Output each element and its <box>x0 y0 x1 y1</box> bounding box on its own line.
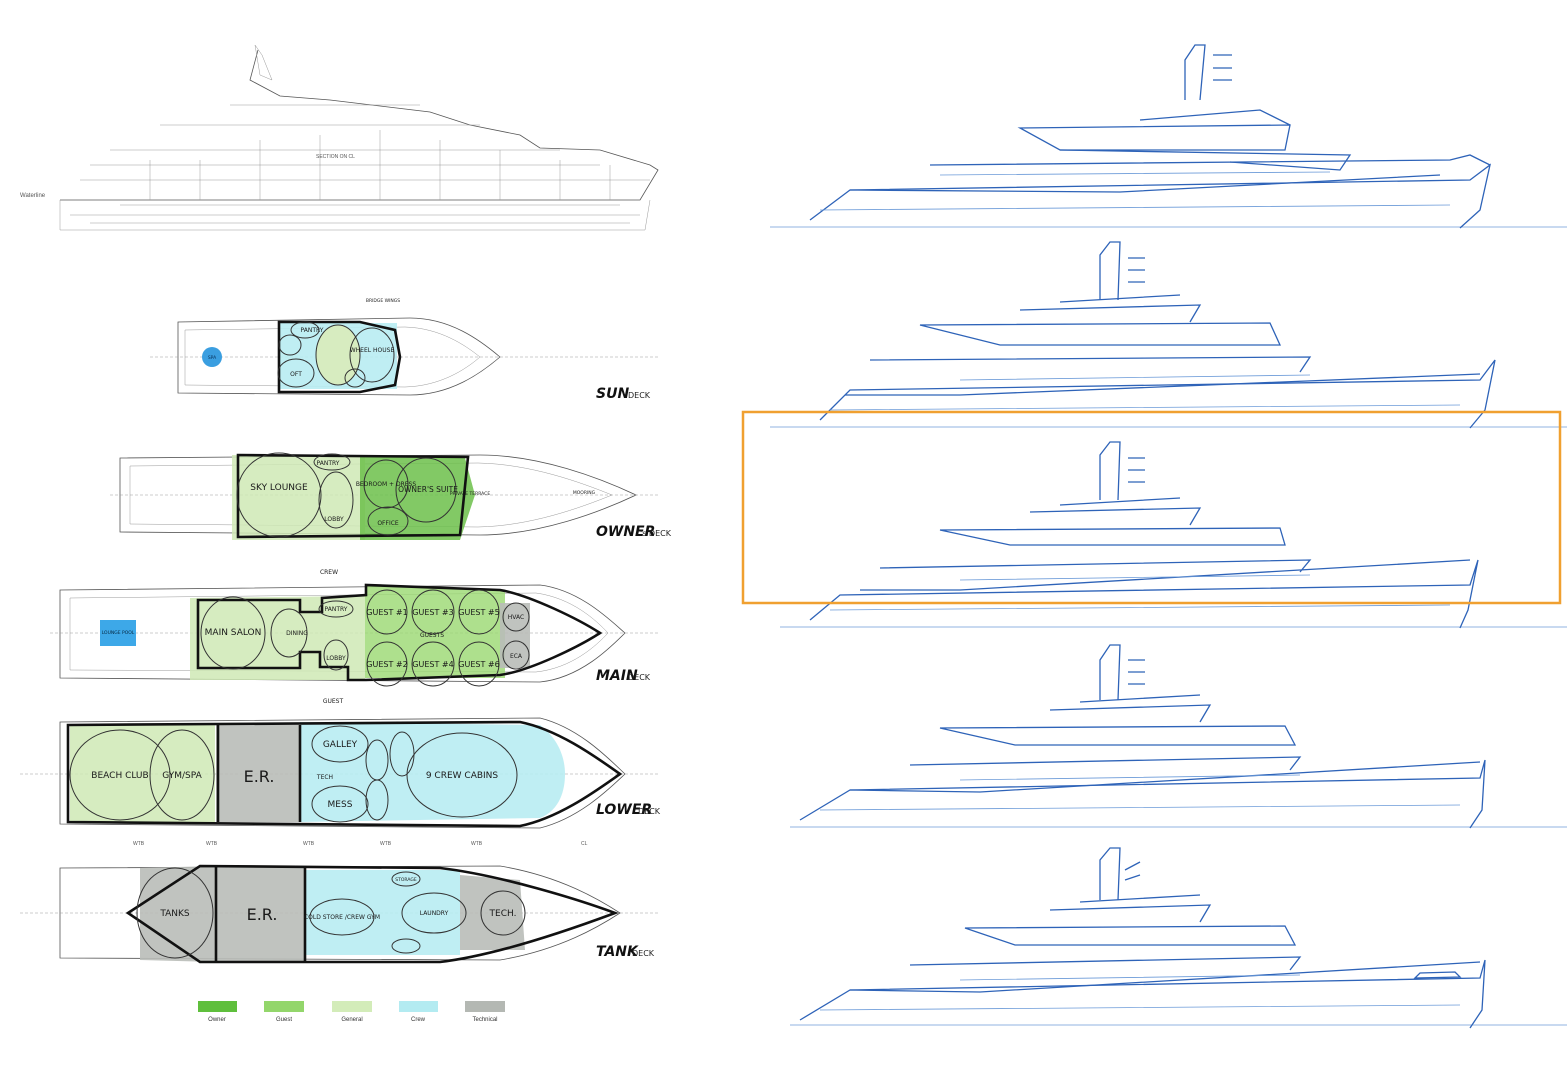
legend-swatch-general <box>332 1001 372 1012</box>
main-guest3-label: GUEST #3 <box>412 608 453 617</box>
legend-guest-label: Guest <box>276 1017 292 1023</box>
sun-wheelhouse-label: WHEEL HOUSE <box>350 347 395 354</box>
owner-private-terrace-label: PRIVATE TERRACE <box>450 491 491 497</box>
legend-swatch-technical <box>465 1001 505 1012</box>
main-salon-label: MAIN SALON <box>205 628 262 638</box>
sun-spa-label: SPA <box>208 355 217 361</box>
lower-tech-label: TECH <box>316 774 333 781</box>
main-deck-suffix: DECK <box>628 673 651 682</box>
main-lounge-pool-label: LOUNGE POOL <box>102 630 135 636</box>
sun-deck-title: SUN <box>596 386 629 402</box>
owner-pantry-label: PANTRY <box>317 460 340 467</box>
main-guest2-label: GUEST #2 <box>366 660 407 669</box>
frame-wtb-2: WTB <box>206 841 218 847</box>
tank-laundry-label: LAUNDRY <box>420 910 449 917</box>
legend-general-label: General <box>341 1017 362 1023</box>
section-label: SECTION ON CL <box>316 154 355 160</box>
sun-deck-suffix: DECK <box>628 391 651 400</box>
main-deck-plan: LOUNGE POOL MAIN SALON DINING PANTRY LOB… <box>50 569 660 705</box>
lower-galley-label: GALLEY <box>323 740 358 750</box>
lower-beach-club-label: BEACH CLUB <box>91 771 148 781</box>
lower-deck-suffix: DECK <box>638 807 661 816</box>
frame-wtb-5: WTB <box>471 841 483 847</box>
main-crew-access-label: CREW <box>320 569 338 576</box>
profile-sketch-2 <box>770 241 1567 429</box>
waterline-label: Waterline <box>20 193 46 199</box>
owner-suite-label: OWNER'S SUITE <box>398 485 458 494</box>
tank-deck-plan: TANKS E.R. COLD STORE /CREW GYM LAUNDRY … <box>20 864 660 964</box>
main-guest-access-label: GUEST <box>323 698 344 705</box>
main-pantry-label: PANTRY <box>325 606 348 613</box>
profile-sketch-4 <box>790 644 1567 829</box>
lower-deck-plan: BEACH CLUB GYM/SPA E.R. GALLEY MESS 9 CR… <box>20 717 661 847</box>
legend-technical-label: Technical <box>472 1017 497 1023</box>
lower-crew-cabins-label: 9 CREW CABINS <box>426 771 499 781</box>
lower-er-label: E.R. <box>244 767 275 786</box>
owner-office-label: OFFICE <box>377 520 399 527</box>
frame-wtb-3: WTB <box>303 841 315 847</box>
frame-cl: CL <box>581 841 588 847</box>
owners-deck-plan: SKY LOUNGE PANTRY BEDROOM + DRESS OWNER'… <box>110 452 672 540</box>
legend-owner-label: Owner <box>208 1017 226 1023</box>
owner-bedroom-label: BEDROOM + DRESS <box>356 481 417 488</box>
tank-er-label: E.R. <box>247 905 278 924</box>
frame-wtb-4: WTB <box>380 841 392 847</box>
tank-deck-suffix: DECK <box>632 949 655 958</box>
main-guest5-label: GUEST #5 <box>458 608 499 617</box>
main-guest6-label: GUEST #6 <box>458 660 499 669</box>
main-eca-label: ECA <box>510 653 523 660</box>
owner-deck-title: OWNER <box>596 524 655 540</box>
main-hvac-label: HVAC <box>508 614 524 621</box>
tank-deck-title: TANK <box>596 944 639 960</box>
lower-gym-spa-label: GYM/SPA <box>162 771 202 781</box>
main-guests-label: GUESTS <box>420 632 444 639</box>
main-dining-label: DINING <box>286 630 308 637</box>
tank-storage-label: STORAGE <box>395 877 417 883</box>
owner-deck-suffix: 's DECK <box>640 529 672 538</box>
main-guest1-label: GUEST #1 <box>366 608 407 617</box>
sun-bridge-wings-label: BRIDGE WINGS <box>366 298 400 304</box>
legend-swatch-owner <box>198 1001 237 1012</box>
tank-tech-label: TECH. <box>489 909 517 919</box>
tank-tanks-label: TANKS <box>159 909 190 919</box>
profile-sketch-1 <box>770 44 1567 229</box>
sun-deck-plan: PANTRY WHEEL HOUSE OFT SPA BRIDGE WINGS … <box>150 298 660 402</box>
main-deck-title: MAIN <box>596 668 638 684</box>
main-guest4-label: GUEST #4 <box>412 660 453 669</box>
frame-wtb-1: WTB <box>133 841 145 847</box>
legend: Owner Guest General Crew Technical <box>198 1001 505 1023</box>
sun-loft-label: OFT <box>290 371 302 378</box>
profile-sketch-5 <box>790 847 1567 1029</box>
profile-sketch-3 <box>780 441 1567 629</box>
legend-swatch-guest <box>264 1001 304 1012</box>
owner-sky-lounge-label: SKY LOUNGE <box>250 483 308 493</box>
lower-mess-label: MESS <box>328 800 353 810</box>
main-lobby-label: LOBBY <box>326 655 346 662</box>
section-drawing: Waterline SECTION ON CL <box>20 44 659 231</box>
legend-crew-label: Crew <box>411 1017 426 1023</box>
lower-deck-title: LOWER <box>596 802 652 818</box>
sun-pantry-label: PANTRY <box>301 327 324 334</box>
owner-lobby-label: LOBBY <box>324 516 344 523</box>
selected-profile-highlight[interactable] <box>741 410 1562 605</box>
owner-mooring-label: MOORING <box>573 490 596 496</box>
legend-swatch-crew <box>399 1001 438 1012</box>
tank-cold-store-label: COLD STORE /CREW GYM <box>304 914 380 921</box>
